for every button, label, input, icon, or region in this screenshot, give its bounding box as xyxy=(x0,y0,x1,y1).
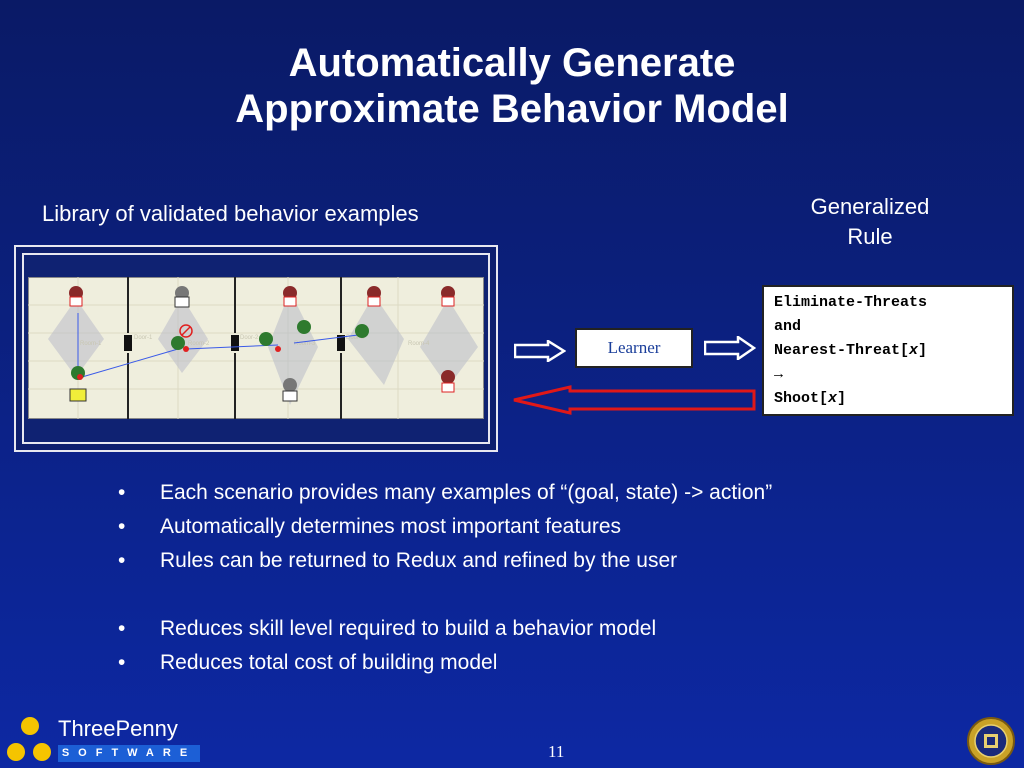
bullet-list: •Each scenario provides many examples of… xyxy=(118,476,772,680)
room-labels: Room-1 Door-1 Room-2 Door-2 Room-3 Door-… xyxy=(80,335,430,347)
door-label-3: Door-3 xyxy=(346,335,365,341)
brand-software-bar: SOFTWARE xyxy=(58,745,200,762)
threepenny-logo-icon xyxy=(7,717,51,761)
rule-line-1: Eliminate-Threats xyxy=(774,294,928,311)
arrow-to-rule-icon xyxy=(704,336,756,360)
map-background xyxy=(28,277,484,419)
rule-line-4: → xyxy=(774,366,784,383)
university-seal-icon xyxy=(967,717,1015,765)
start-marker xyxy=(69,388,87,402)
door-label-1: Door-1 xyxy=(134,335,153,341)
scenario-map: Room-1 Door-1 Room-2 Door-2 Room-3 Door-… xyxy=(28,277,484,419)
library-label: Library of validated behavior examples xyxy=(42,201,419,226)
generalized-rule-label: Generalized Rule xyxy=(780,192,960,252)
door-label-2: Door-2 xyxy=(240,335,259,341)
no-fire-icon xyxy=(179,324,193,338)
room-label-1: Room-1 xyxy=(80,341,102,347)
bullet-item: •Rules can be returned to Redux and refi… xyxy=(118,549,678,572)
learner-box: Learner xyxy=(575,328,693,368)
bullet-item: •Automatically determines most important… xyxy=(118,515,622,538)
neutral-markers xyxy=(174,286,298,402)
movement-paths xyxy=(77,313,359,379)
map-doors xyxy=(124,335,345,351)
room-label-2: Room-2 xyxy=(188,341,210,347)
scenario-frame: Room-1 Door-1 Room-2 Door-2 Room-3 Door-… xyxy=(14,245,498,452)
rule-line-3: Nearest-Threat[x] xyxy=(774,342,928,359)
return-arrow-icon xyxy=(513,385,756,415)
slide-title: Automatically Generate Approximate Behav… xyxy=(0,40,1024,132)
bullet-item: •Reduces total cost of building model xyxy=(118,651,498,674)
arrow-to-learner-icon xyxy=(514,340,566,362)
title-line-1: Automatically Generate xyxy=(288,41,736,85)
title-line-2: Approximate Behavior Model xyxy=(235,87,789,131)
bullet-item: •Reduces skill level required to build a… xyxy=(118,617,657,640)
page-number: 11 xyxy=(548,742,565,761)
rule-line-2: and xyxy=(774,318,802,335)
generalized-label-line-1: Generalized xyxy=(810,194,930,219)
threat-markers xyxy=(69,286,455,393)
room-label-3: Room-3 xyxy=(294,341,316,347)
generalized-label-line-2: Rule xyxy=(847,224,893,249)
generalized-rule-box: Eliminate-Threats and Nearest-Threat[x] … xyxy=(762,285,1014,416)
friendly-units xyxy=(71,320,369,380)
room-label-4: Room-4 xyxy=(408,341,430,347)
shot-markers xyxy=(77,346,281,380)
bullet-item: •Each scenario provides many examples of… xyxy=(118,481,773,504)
brand-name: ThreePenny xyxy=(58,716,178,741)
rule-line-5: Shoot[x] xyxy=(774,390,847,407)
